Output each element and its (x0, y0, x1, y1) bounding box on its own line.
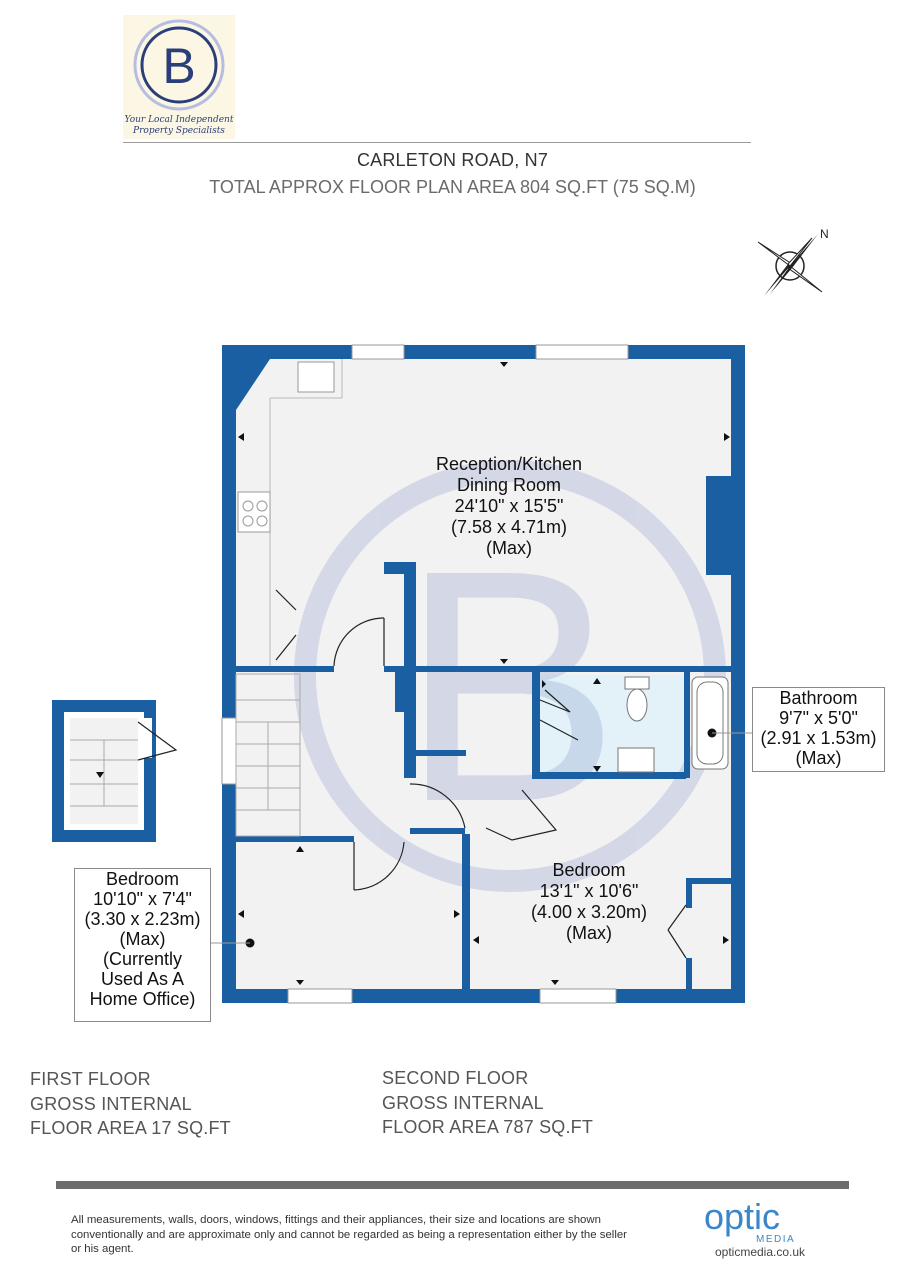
compass-north-label: N (820, 227, 829, 241)
second-floor-area: SECOND FLOOR GROSS INTERNAL FLOOR AREA 7… (382, 1066, 593, 1140)
bedroom-main-note: (Max) (566, 923, 612, 943)
reception-label: Reception/Kitchen Dining Room 24'10" x 1… (398, 454, 620, 559)
label-leaders (210, 732, 752, 944)
bathroom-floor (540, 675, 686, 773)
reception-floor (234, 358, 732, 670)
disclaimer-text: All measurements, walls, doors, windows,… (71, 1214, 627, 1255)
bathroom-note: (Max) (795, 748, 842, 768)
first-floor-line1: FIRST FLOOR (30, 1069, 151, 1089)
second-floor-line3: FLOOR AREA 787 SQ.FT (382, 1117, 594, 1137)
header-divider (123, 142, 751, 143)
first-floor-line2: GROSS INTERNAL (30, 1093, 192, 1114)
reception-imperial: 24'10" x 15'5" (454, 496, 564, 516)
second-floor-line1: SECOND FLOOR (382, 1068, 529, 1088)
bedroom-small-metric: (3.30 x 2.23m) (84, 909, 201, 929)
reception-name-2: Dining Room (456, 475, 562, 495)
bedroom-small-usage-2: Used As A (100, 969, 185, 989)
staircase (235, 673, 301, 837)
reception-metric: (7.58 x 4.71m) (450, 517, 568, 537)
hob-icon (237, 491, 271, 533)
doors (275, 589, 687, 959)
optic-brand-sub: MEDIA (756, 1234, 795, 1243)
floor-plan: B (52, 344, 752, 1004)
optic-media-logo: optic MEDIA (704, 1196, 795, 1243)
agency-logo-emblem: B (133, 19, 225, 111)
bedroom-small-name: Bedroom (105, 869, 180, 889)
property-address: CARLETON ROAD, N7 (356, 150, 549, 170)
bedroom-small-usage-3: Home Office) (89, 989, 196, 1009)
basin-icon (617, 747, 655, 773)
footer-divider (56, 1181, 849, 1189)
logo-tagline-1: Your Local Independent (124, 115, 234, 125)
watermark: B (294, 460, 726, 892)
bedroom-main-metric: (4.00 x 3.20m) (530, 902, 648, 922)
first-floor-line3: FLOOR AREA 17 SQ.FT (30, 1118, 231, 1138)
bedroom-main-imperial: 13'1" x 10'6" (539, 881, 639, 901)
toilet-icon (626, 688, 648, 722)
bathroom-label: Bathroom 9'7" x 5'0" (2.91 x 1.53m) (Max… (752, 687, 885, 772)
bedroom-small-imperial: 10'10" x 7'4" (93, 889, 192, 909)
second-floor-line2: GROSS INTERNAL (382, 1092, 544, 1113)
logo-letter: B (162, 38, 195, 94)
first-floor-area: FIRST FLOOR GROSS INTERNAL FLOOR AREA 17… (30, 1067, 231, 1141)
first-floor-plan (52, 700, 178, 842)
bathroom-fittings (617, 676, 729, 773)
bedroom-small-note: (Max) (119, 929, 166, 949)
bedroom-small-label: Bedroom 10'10" x 7'4" (3.30 x 2.23m) (Ma… (74, 868, 211, 1022)
logo-tagline-2: Property Specialists (133, 126, 225, 136)
bedroom-main-label: Bedroom 13'1" x 10'6" (4.00 x 3.20m) (Ma… (500, 860, 678, 944)
bathroom-imperial: 9'7" x 5'0" (779, 708, 858, 728)
svg-text:B: B (400, 501, 620, 870)
reception-note: (Max) (486, 538, 532, 558)
agency-logo: B Your Local Independent Property Specia… (123, 15, 235, 139)
bathroom-name: Bathroom (779, 688, 858, 708)
compass-icon: N (757, 227, 829, 296)
bedroom-main-name: Bedroom (552, 860, 626, 880)
kitchen-units (237, 359, 343, 666)
kitchen-sink-icon (297, 361, 335, 393)
optic-brand-word: optic (704, 1196, 780, 1237)
bathroom-metric: (2.91 x 1.53m) (760, 728, 877, 748)
optic-url: opticmedia.co.uk (714, 1245, 806, 1259)
reception-name-1: Reception/Kitchen (435, 454, 583, 474)
bedroom-small-usage-1: (Currently (102, 949, 182, 969)
total-area: TOTAL APPROX FLOOR PLAN AREA 804 SQ.FT (… (209, 177, 696, 197)
